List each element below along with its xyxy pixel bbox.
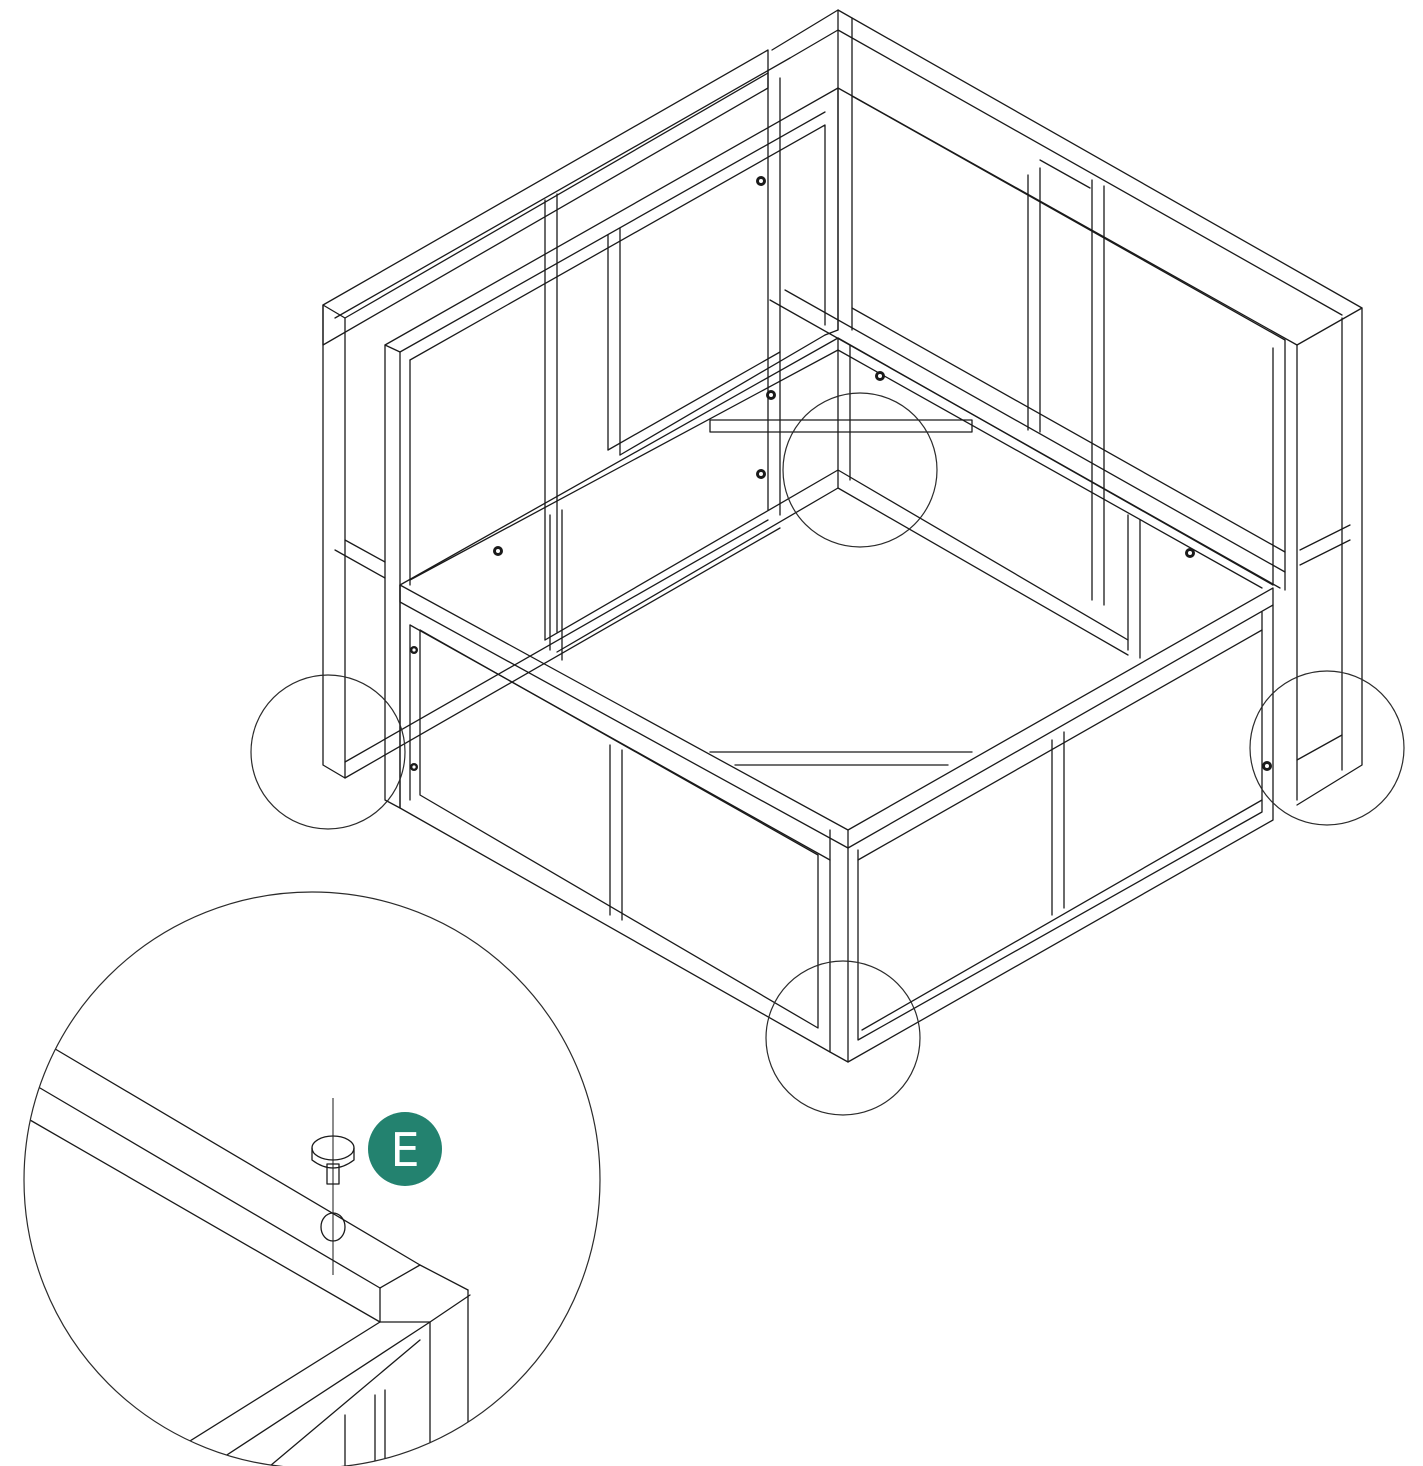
screws [410, 176, 1272, 771]
callout-front-corner [765, 960, 921, 1116]
screw-icon [410, 763, 418, 771]
front-right-panel [847, 587, 1274, 1063]
screw-icon [493, 546, 503, 556]
screw-icon [1185, 548, 1195, 558]
callout-left-corner [250, 674, 406, 830]
callout-right-corner [1249, 670, 1405, 826]
inner-box [399, 337, 1274, 766]
screw-icon [756, 176, 766, 186]
inner-left-panel [384, 69, 839, 809]
peg-icon [311, 1135, 355, 1185]
front-left-panel [399, 584, 849, 1063]
callout-top-corner [782, 392, 938, 548]
callout-circles [250, 392, 1405, 1116]
part-badge: E [368, 1112, 442, 1186]
screw-icon [766, 390, 776, 400]
screw-icon [1262, 761, 1272, 771]
screw-icon [756, 469, 766, 479]
inner-right-panel [769, 87, 1298, 591]
part-label: E [390, 1123, 419, 1177]
detail-zoom-view [23, 891, 601, 1466]
screw-icon [410, 646, 418, 654]
screw-icon [875, 371, 885, 381]
